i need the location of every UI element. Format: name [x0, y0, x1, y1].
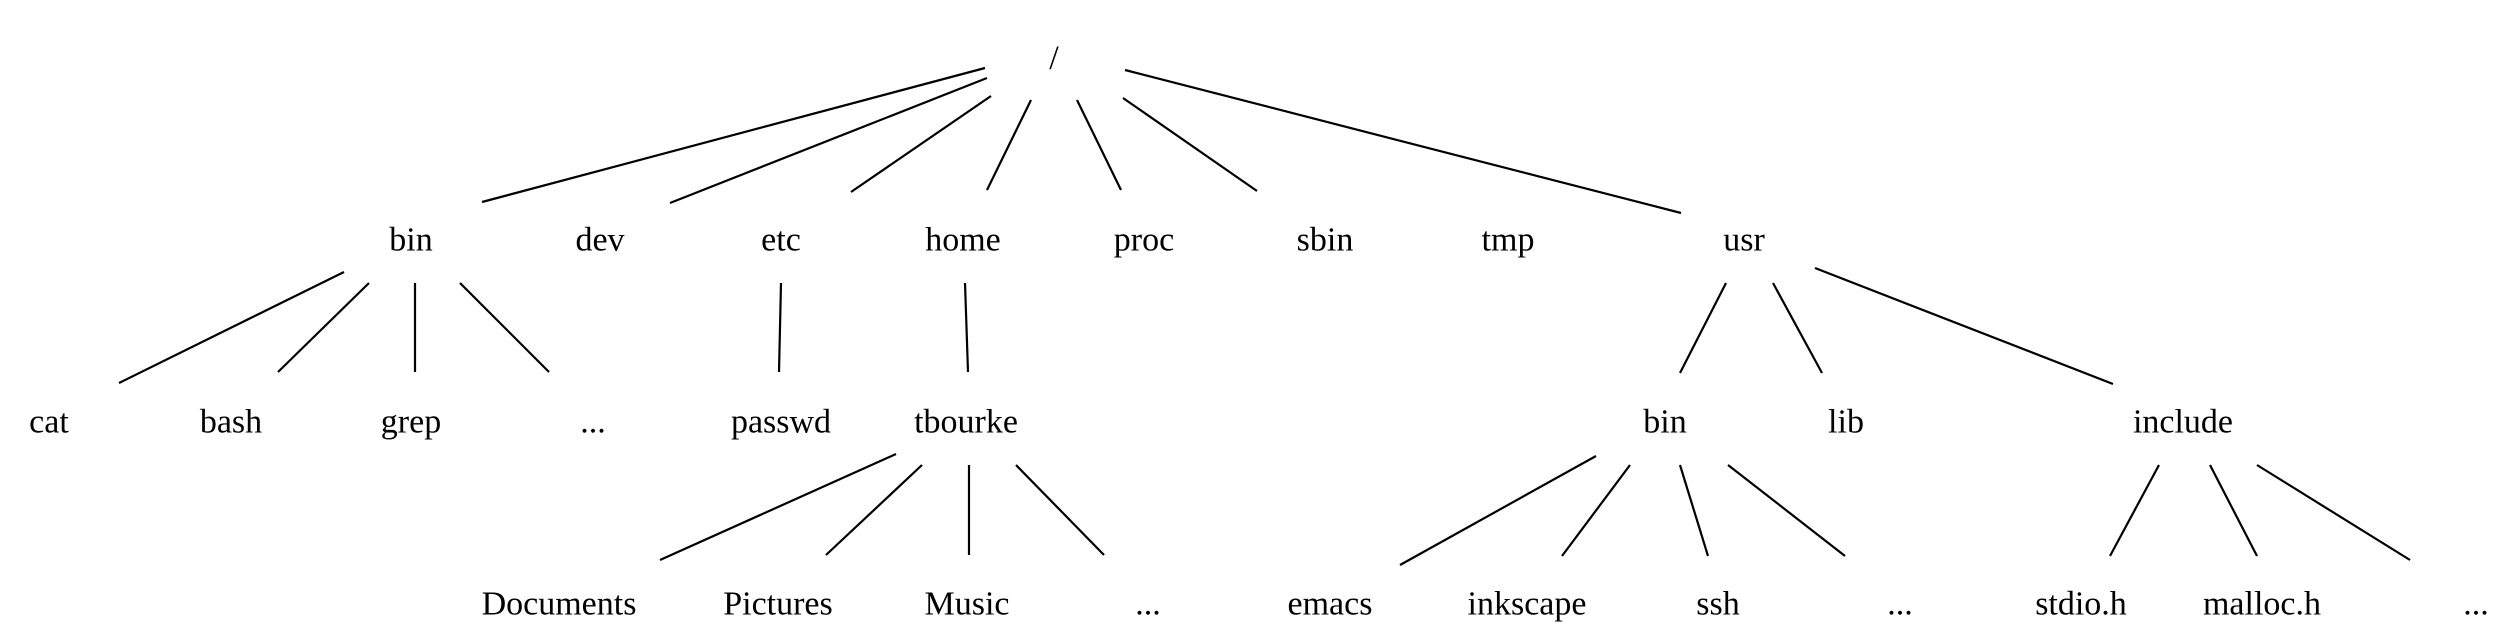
edge-root-to-bin — [481, 66, 986, 204]
edge-root-to-proc — [986, 99, 1032, 191]
node-home: home — [925, 222, 1001, 259]
edge-usr-to-usr-bin — [1679, 282, 1727, 374]
edge-root-to-usr — [1124, 68, 1682, 215]
node-etc-passwd: passwd — [731, 404, 831, 441]
node-bin-more: ... — [580, 404, 606, 441]
node-usr-include-stdio: stdio.h — [2035, 586, 2127, 623]
node-tbourke-pictures: Pictures — [723, 586, 833, 623]
node-sbin: sbin — [1297, 222, 1354, 259]
edge-home-tbourke-to-tbourke-more — [1015, 464, 1105, 556]
node-home-tbourke: tbourke — [914, 404, 1018, 441]
edge-home-tbourke-to-tbourke-pictures — [825, 464, 923, 556]
node-usr-bin-inkscape: inkscape — [1468, 586, 1587, 623]
edge-home-to-home-tbourke — [963, 282, 970, 373]
node-tbourke-more: ... — [1135, 586, 1161, 623]
edge-root-to-etc — [669, 76, 988, 205]
node-usr-include-more: ... — [2463, 586, 2489, 623]
edge-bin-to-bin-bash — [277, 282, 370, 373]
edge-usr-to-usr-lib — [1772, 282, 1823, 374]
edge-etc-to-etc-passwd — [777, 282, 783, 373]
tree-edges — [118, 66, 2411, 566]
node-bin-bash: bash — [200, 404, 262, 441]
node-usr-bin: bin — [1643, 404, 1686, 441]
node-bin-grep: grep — [381, 404, 441, 441]
node-usr-bin-emacs: emacs — [1288, 586, 1373, 623]
node-usr-include: include — [2133, 404, 2233, 441]
node-tmp: tmp — [1482, 222, 1535, 259]
node-etc: etc — [761, 222, 801, 259]
node-usr-include-malloc: malloc.h — [2203, 586, 2321, 623]
edge-usr-include-to-usr-include-malloc — [2209, 464, 2258, 557]
node-root: / — [1049, 40, 1059, 77]
edge-root-to-tmp — [1122, 97, 1258, 192]
edge-usr-to-usr-include — [1814, 266, 2114, 386]
edge-root-to-sbin — [1076, 99, 1122, 191]
node-proc: proc — [1114, 222, 1174, 259]
node-usr-bin-ssh: ssh — [1696, 586, 1739, 623]
node-usr-lib: lib — [1828, 404, 1864, 441]
node-usr-bin-more: ... — [1887, 586, 1913, 623]
edge-bin-to-bin-more — [459, 282, 550, 373]
node-bin: bin — [389, 222, 432, 259]
edge-bin-to-bin-cat — [118, 271, 345, 384]
edge-home-tbourke-to-tbourke-documents — [659, 452, 897, 562]
node-usr: usr — [1723, 222, 1765, 259]
edge-root-to-home — [850, 95, 992, 193]
edge-usr-include-to-usr-include-stdio — [2109, 464, 2160, 557]
edge-usr-include-to-usr-include-more — [2256, 464, 2411, 561]
tree-labels: / bin cat bash grep... dev etc passwd home tbourk… — [29, 40, 2489, 623]
node-bin-cat: cat — [29, 404, 69, 441]
edge-usr-bin-to-usr-bin-ssh — [1678, 464, 1710, 557]
node-tbourke-documents: Documents — [482, 586, 637, 623]
node-dev: dev — [575, 222, 624, 259]
edge-usr-bin-to-usr-bin-emacs — [1399, 455, 1597, 566]
edge-usr-bin-to-usr-bin-inkscape — [1561, 464, 1631, 557]
node-tbourke-music: Music — [925, 586, 1010, 623]
edge-usr-bin-to-usr-bin-more — [1727, 464, 1846, 557]
